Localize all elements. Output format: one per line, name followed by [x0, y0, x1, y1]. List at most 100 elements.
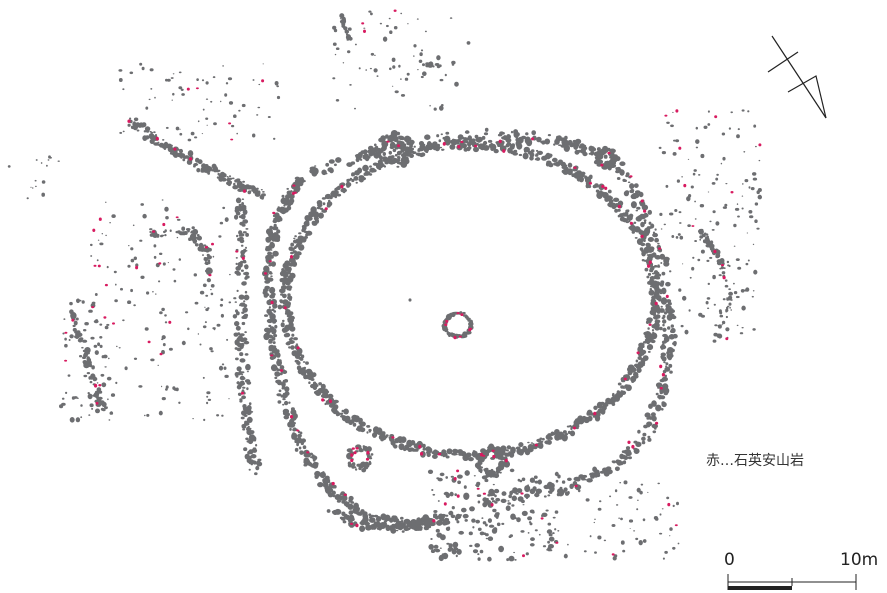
stone: [718, 274, 722, 277]
stone: [359, 525, 366, 532]
stone: [343, 408, 349, 415]
stone: [140, 123, 146, 128]
stone: [546, 439, 552, 445]
stone: [35, 159, 38, 161]
stone: [466, 41, 471, 45]
stone: [605, 466, 612, 471]
stone: [252, 133, 256, 138]
stone: [366, 425, 371, 428]
stone: [592, 185, 596, 188]
quartz-andesite-stone: [665, 294, 669, 299]
stone: [700, 153, 705, 159]
stone: [430, 538, 433, 540]
stone: [433, 548, 436, 551]
stone: [567, 430, 572, 435]
stone: [664, 374, 667, 378]
stone: [100, 407, 105, 411]
stone: [156, 235, 160, 238]
stone: [276, 393, 282, 397]
stone: [26, 197, 29, 200]
stone: [75, 333, 78, 336]
stone: [145, 106, 149, 110]
stone: [234, 205, 240, 212]
stone: [495, 512, 499, 515]
stone: [241, 223, 246, 227]
stone: [372, 432, 377, 438]
quartz-andesite-stone: [664, 114, 668, 117]
stone: [272, 219, 278, 224]
stone: [389, 67, 392, 71]
stone: [241, 423, 247, 429]
stone: [288, 315, 295, 321]
stone: [118, 78, 123, 82]
stone: [622, 387, 626, 389]
stone: [682, 295, 687, 301]
stone: [113, 270, 117, 274]
stone: [400, 12, 403, 15]
quartz-andesite-stone: [152, 230, 156, 233]
quartz-andesite-stone: [438, 452, 442, 455]
stone: [642, 341, 647, 344]
stone: [439, 547, 442, 549]
stone: [304, 235, 308, 239]
stone: [722, 206, 728, 209]
quartz-andesite-stone: [242, 189, 247, 193]
stone: [83, 374, 88, 378]
stone: [413, 55, 415, 57]
stone: [394, 90, 399, 94]
stone: [348, 498, 353, 503]
stone: [335, 157, 342, 163]
stone: [129, 117, 132, 120]
quartz-andesite-stone: [531, 137, 535, 141]
stone: [682, 263, 684, 265]
stone: [328, 201, 332, 205]
stone: [441, 513, 447, 517]
stone: [569, 483, 574, 489]
stone: [436, 477, 440, 480]
stone: [569, 424, 572, 428]
stone: [288, 338, 292, 341]
stone: [325, 162, 330, 167]
stone: [79, 337, 84, 341]
stone: [290, 345, 295, 350]
stone: [309, 168, 315, 174]
quartz-andesite-stone: [667, 502, 671, 507]
stone: [662, 557, 665, 560]
stone: [733, 282, 735, 285]
stone: [82, 360, 88, 364]
stone: [752, 172, 757, 176]
stone: [40, 162, 43, 164]
stone: [707, 307, 710, 310]
stone: [454, 81, 459, 87]
stone: [286, 187, 290, 190]
stone: [379, 22, 382, 25]
stone: [368, 430, 371, 433]
stone: [396, 140, 403, 146]
stone: [264, 314, 269, 317]
stone: [245, 363, 251, 371]
stone: [293, 253, 298, 258]
stone: [737, 266, 742, 270]
stone: [207, 255, 212, 260]
stone: [224, 217, 229, 223]
stone: [734, 207, 740, 211]
quartz-andesite-stone: [432, 519, 436, 523]
stone: [326, 509, 331, 513]
stone: [504, 453, 510, 457]
stone: [364, 156, 370, 162]
stone: [466, 146, 471, 152]
stone: [468, 458, 473, 461]
stone: [274, 81, 279, 86]
stone: [206, 124, 208, 126]
stone: [588, 175, 593, 180]
quartz-andesite-stone: [343, 493, 347, 496]
stone: [633, 447, 638, 451]
quartz-andesite-stone: [629, 221, 634, 225]
stone: [448, 511, 453, 516]
stone: [653, 316, 657, 319]
stone: [392, 445, 395, 447]
stone: [316, 206, 321, 210]
stone: [358, 428, 361, 431]
stone: [264, 293, 270, 297]
stone: [634, 194, 639, 198]
